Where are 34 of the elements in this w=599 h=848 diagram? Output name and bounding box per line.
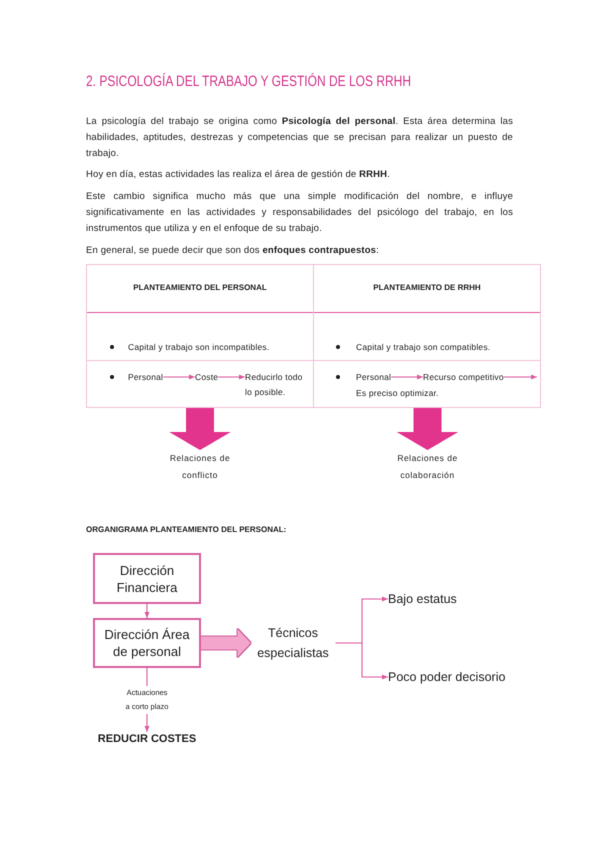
block-arrow bbox=[201, 629, 250, 657]
column-heading: PLANTEAMIENTO DE RRHH bbox=[373, 282, 481, 294]
flow-step-text: Reducirlo todo lo posible. bbox=[245, 370, 309, 400]
paragraph: Este cambio significa mucho más que una simple modificación del nombre, e influye significativamente en las actividades y responsabilidades del psicólogo del trabajo, en los instrumentos que utiliza y en el enfoque de su trabajo. bbox=[86, 190, 513, 236]
section-heading: ORGANIGRAMA PLANTEAMIENTO DEL PERSONAL: bbox=[86, 524, 286, 536]
flow-step-text: Personal bbox=[356, 370, 392, 384]
goal-text: REDUCIR COSTES bbox=[98, 732, 196, 746]
block-arrow bbox=[169, 408, 231, 450]
page-title: 2. PSICOLOGÍA DEL TRABAJO Y GESTIÓN DE LOS RRHH bbox=[86, 73, 411, 91]
flow-step-text: Personal bbox=[128, 370, 164, 384]
flow-step-text: Coste bbox=[195, 370, 218, 384]
table-column bbox=[86, 264, 314, 408]
arrow bbox=[391, 374, 423, 380]
arrow bbox=[218, 374, 245, 380]
flow-step-text: Es preciso optimizar. bbox=[356, 386, 439, 400]
paragraph: Hoy en día, estas actividades las realiza el área de gestión de RRHH. bbox=[86, 168, 391, 182]
arrow bbox=[504, 374, 537, 380]
org-box: Dirección Financiera bbox=[93, 553, 201, 604]
arrow bbox=[144, 604, 150, 618]
paragraph: La psicología del trabajo se origina como Psicología del personal. Esta área determina las habilidades, aptitudes, destrezas y competencias que se precisan para realizar un puesto de trabajo. bbox=[86, 115, 513, 161]
outcome-text: Relaciones de conflicto bbox=[169, 450, 231, 484]
role-text: Técnicos especialistas bbox=[250, 623, 336, 663]
list-item-text: Capital y trabajo son incompatibles. bbox=[128, 341, 270, 353]
column-heading: PLANTEAMIENTO DEL PERSONAL bbox=[133, 282, 267, 294]
table-column bbox=[314, 264, 541, 408]
block-arrow bbox=[396, 408, 458, 450]
list-item-text: Capital y trabajo son compatibles. bbox=[356, 341, 490, 353]
arrow bbox=[163, 374, 195, 380]
org-box: Dirección Área de personal bbox=[93, 618, 201, 668]
flow-step-text: Recurso competitivo bbox=[423, 370, 504, 384]
paragraph: En general, se puede decir que son dos enfoques contrapuestos: bbox=[86, 244, 380, 258]
trait-text: Bajo estatus bbox=[388, 591, 457, 607]
outcome-text: Relaciones de colaboración bbox=[396, 450, 458, 484]
trait-text: Poco poder decisorio bbox=[388, 669, 506, 685]
